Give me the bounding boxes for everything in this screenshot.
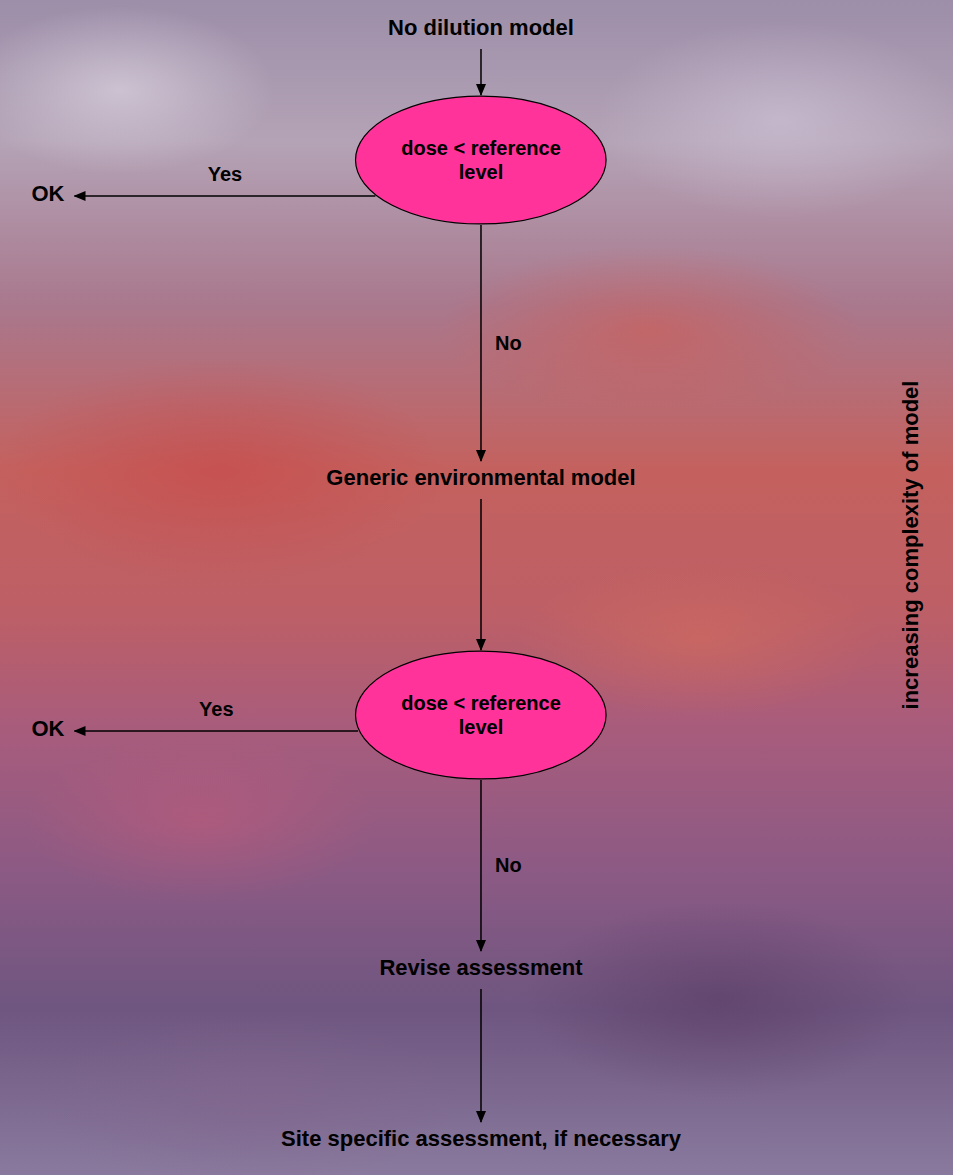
edge-label: No — [495, 332, 522, 355]
edge-label: No — [495, 854, 522, 877]
step-text: Generic environmental model — [322, 465, 639, 495]
node-text: dose < reference level — [397, 136, 565, 184]
step-text: OK — [28, 716, 69, 746]
ellipse-shape — [356, 96, 607, 224]
step-text: No dilution model — [384, 15, 578, 45]
node-text: Revise assessment — [375, 955, 586, 981]
node-text: OK — [28, 181, 69, 207]
node-text: OK — [28, 716, 69, 742]
step-text: OK — [28, 181, 69, 211]
edge-label: Yes — [208, 163, 242, 186]
ellipse-shape — [356, 651, 607, 779]
flow-arrow — [480, 499, 482, 650]
node-text: dose < reference level — [397, 691, 565, 739]
flow-arrow — [480, 989, 482, 1122]
ellipse-outline — [354, 650, 608, 780]
flow-arrow — [480, 225, 482, 461]
axis-note: increasing complexity of model — [898, 381, 924, 710]
ellipse-outline — [354, 95, 608, 225]
step-text: Revise assessment — [375, 955, 586, 985]
flow-arrow — [480, 780, 482, 951]
flow-arrow — [480, 49, 482, 95]
decision-ellipse: dose < reference level — [354, 95, 608, 225]
edge-label: Yes — [199, 698, 233, 721]
node-text: Site specific assessment, if necessary — [277, 1126, 685, 1152]
decision-ellipse: dose < reference level — [354, 650, 608, 780]
step-text: Site specific assessment, if necessary — [277, 1126, 685, 1156]
flow-arrow — [75, 195, 376, 197]
node-text: Generic environmental model — [322, 465, 639, 491]
node-text: No dilution model — [384, 15, 578, 41]
flow-arrow — [75, 730, 359, 732]
